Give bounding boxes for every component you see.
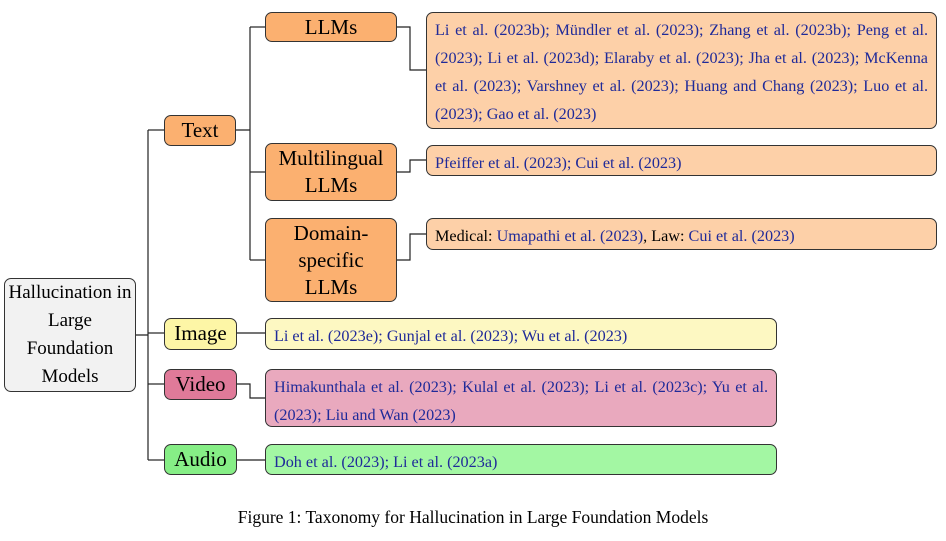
root-label: Hallucination in Large Foundation Models <box>8 282 132 387</box>
leaf-audio-citations: Doh et al. (2023); Li et al. (2023a) <box>265 444 777 475</box>
leaf-llms-text: Li et al. (2023b); Mündler et al. (2023)… <box>435 21 928 123</box>
connector-multilingual-leaf <box>397 159 426 173</box>
leaf-image-citations: Li et al. (2023e); Gunjal et al. (2023);… <box>265 318 777 350</box>
category-video-label: Video <box>175 371 226 396</box>
subcategory-llms-label: LLMs <box>304 14 358 39</box>
leaf-video-text: Himakunthala et al. (2023); Kulal et al.… <box>274 378 768 424</box>
category-video: Video <box>164 369 237 400</box>
category-image: Image <box>164 318 237 350</box>
subcategory-domain-label: Domain-specific LLMs <box>293 220 369 299</box>
category-text-label: Text <box>181 117 219 142</box>
figure-caption: Figure 1: Taxonomy for Hallucination in … <box>237 507 709 527</box>
leaf-multilingual-text: Pfeiffer et al. (2023); Cui et al. (2023… <box>435 154 682 172</box>
leaf-image-text: Li et al. (2023e); Gunjal et al. (2023);… <box>274 327 628 345</box>
leaf-domain-medical-cite: Umapathi et al. (2023) <box>496 227 644 245</box>
subcategory-domain-specific-llms: Domain-specific LLMs <box>265 218 397 302</box>
subcategory-llms: LLMs <box>265 12 397 42</box>
leaf-llms-citations: Li et al. (2023b); Mündler et al. (2023)… <box>426 12 937 129</box>
category-text: Text <box>164 115 236 146</box>
category-image-label: Image <box>174 321 227 346</box>
connector-root-trunk <box>136 130 149 460</box>
category-audio: Audio <box>164 444 237 475</box>
leaf-multilingual-citations: Pfeiffer et al. (2023); Cui et al. (2023… <box>426 145 937 176</box>
subcategory-multilingual-label: Multilingual LLMs <box>278 146 384 197</box>
leaf-domain-law-label: , Law: <box>643 227 685 245</box>
connector-video-leaf <box>237 383 265 399</box>
leaf-video-citations: Himakunthala et al. (2023); Kulal et al.… <box>265 369 777 427</box>
category-audio-label: Audio <box>174 446 227 471</box>
leaf-audio-text: Doh et al. (2023); Li et al. (2023a) <box>274 453 498 471</box>
subcategory-multilingual-llms: Multilingual LLMs <box>265 143 397 201</box>
leaf-domain-medical-label: Medical: <box>435 227 493 245</box>
connector-domain-leaf <box>397 233 426 261</box>
leaf-domain-citations: Medical: Umapathi et al. (2023), Law: Cu… <box>426 218 937 250</box>
leaf-domain-law-cite: Cui et al. (2023) <box>688 227 795 245</box>
connector-text-trunk <box>236 27 251 260</box>
root-node: Hallucination in Large Foundation Models <box>4 278 136 392</box>
connector-llms-leaf <box>397 26 426 71</box>
